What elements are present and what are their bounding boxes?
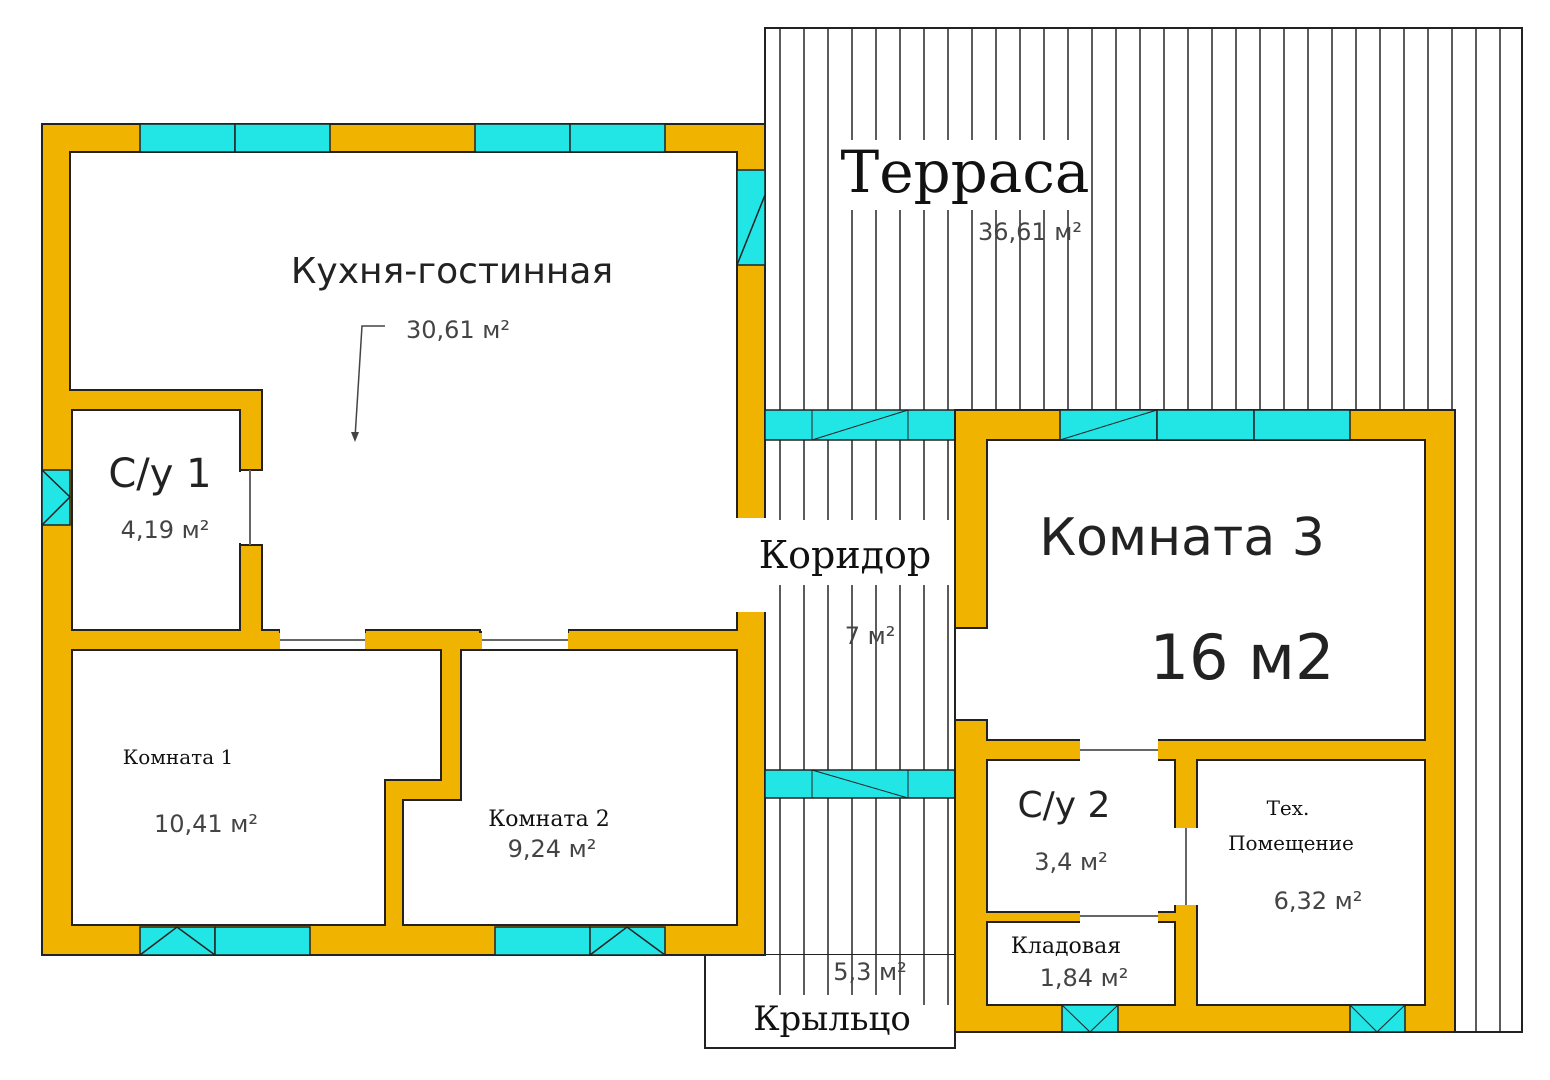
room2-area-label: 9,24 м²: [508, 835, 597, 863]
kitchen-area-label: 30,61 м²: [406, 316, 510, 344]
bath2-room: [986, 759, 1176, 913]
terrace-area-label: 36,61 м²: [978, 218, 1082, 246]
room1-label: Комната 1: [123, 745, 233, 769]
porch-label-bg: [740, 995, 920, 1045]
right-block-windows: [1059, 409, 1406, 1033]
right-block-walls: [954, 409, 1456, 1033]
terrace-label: Терраса: [841, 138, 1090, 206]
corridor-label-bg: [740, 520, 950, 585]
bath2-area-label: 3,4 м²: [1034, 848, 1108, 876]
corridor-area-label: 7 м²: [845, 622, 896, 650]
terrace-label-bg: [838, 140, 1088, 210]
room1-area-label: 10,41 м²: [154, 810, 258, 838]
bath2-label: С/у 2: [1018, 785, 1111, 826]
kitchen-area-arrow: [351, 325, 385, 442]
porch-label: Крыльцо: [753, 999, 911, 1039]
bath1-label: С/у 1: [108, 451, 211, 497]
tech-label-line1: Тех.: [1267, 796, 1310, 820]
room3-label: Комната 3: [1039, 508, 1325, 568]
room3-room: [954, 439, 1426, 741]
corridor-windows: [764, 409, 956, 799]
porch-area-label: 5,3 м²: [833, 958, 907, 986]
left-block-windows: [41, 123, 766, 956]
tech-area-label: 6,32 м²: [1274, 887, 1363, 915]
kitchen-label: Кухня-гостинная: [291, 251, 613, 292]
room2-room: [402, 649, 738, 926]
room1-room: [71, 649, 442, 926]
tech-label: Помещение: [1228, 831, 1354, 855]
corridor-label: Коридор: [759, 533, 932, 577]
bath1-area-label: 4,19 м²: [121, 516, 210, 544]
tech-room: [1196, 759, 1426, 1006]
bath1-room: [71, 409, 241, 631]
room2-label: Комната 2: [488, 807, 609, 832]
pantry-room: [986, 921, 1176, 1006]
left-block-walls: [41, 123, 767, 956]
pantry-label: Кладовая: [1011, 934, 1121, 959]
room3-area-label: 16 м2: [1150, 621, 1335, 694]
pantry-area-label: 1,84 м²: [1040, 964, 1129, 992]
